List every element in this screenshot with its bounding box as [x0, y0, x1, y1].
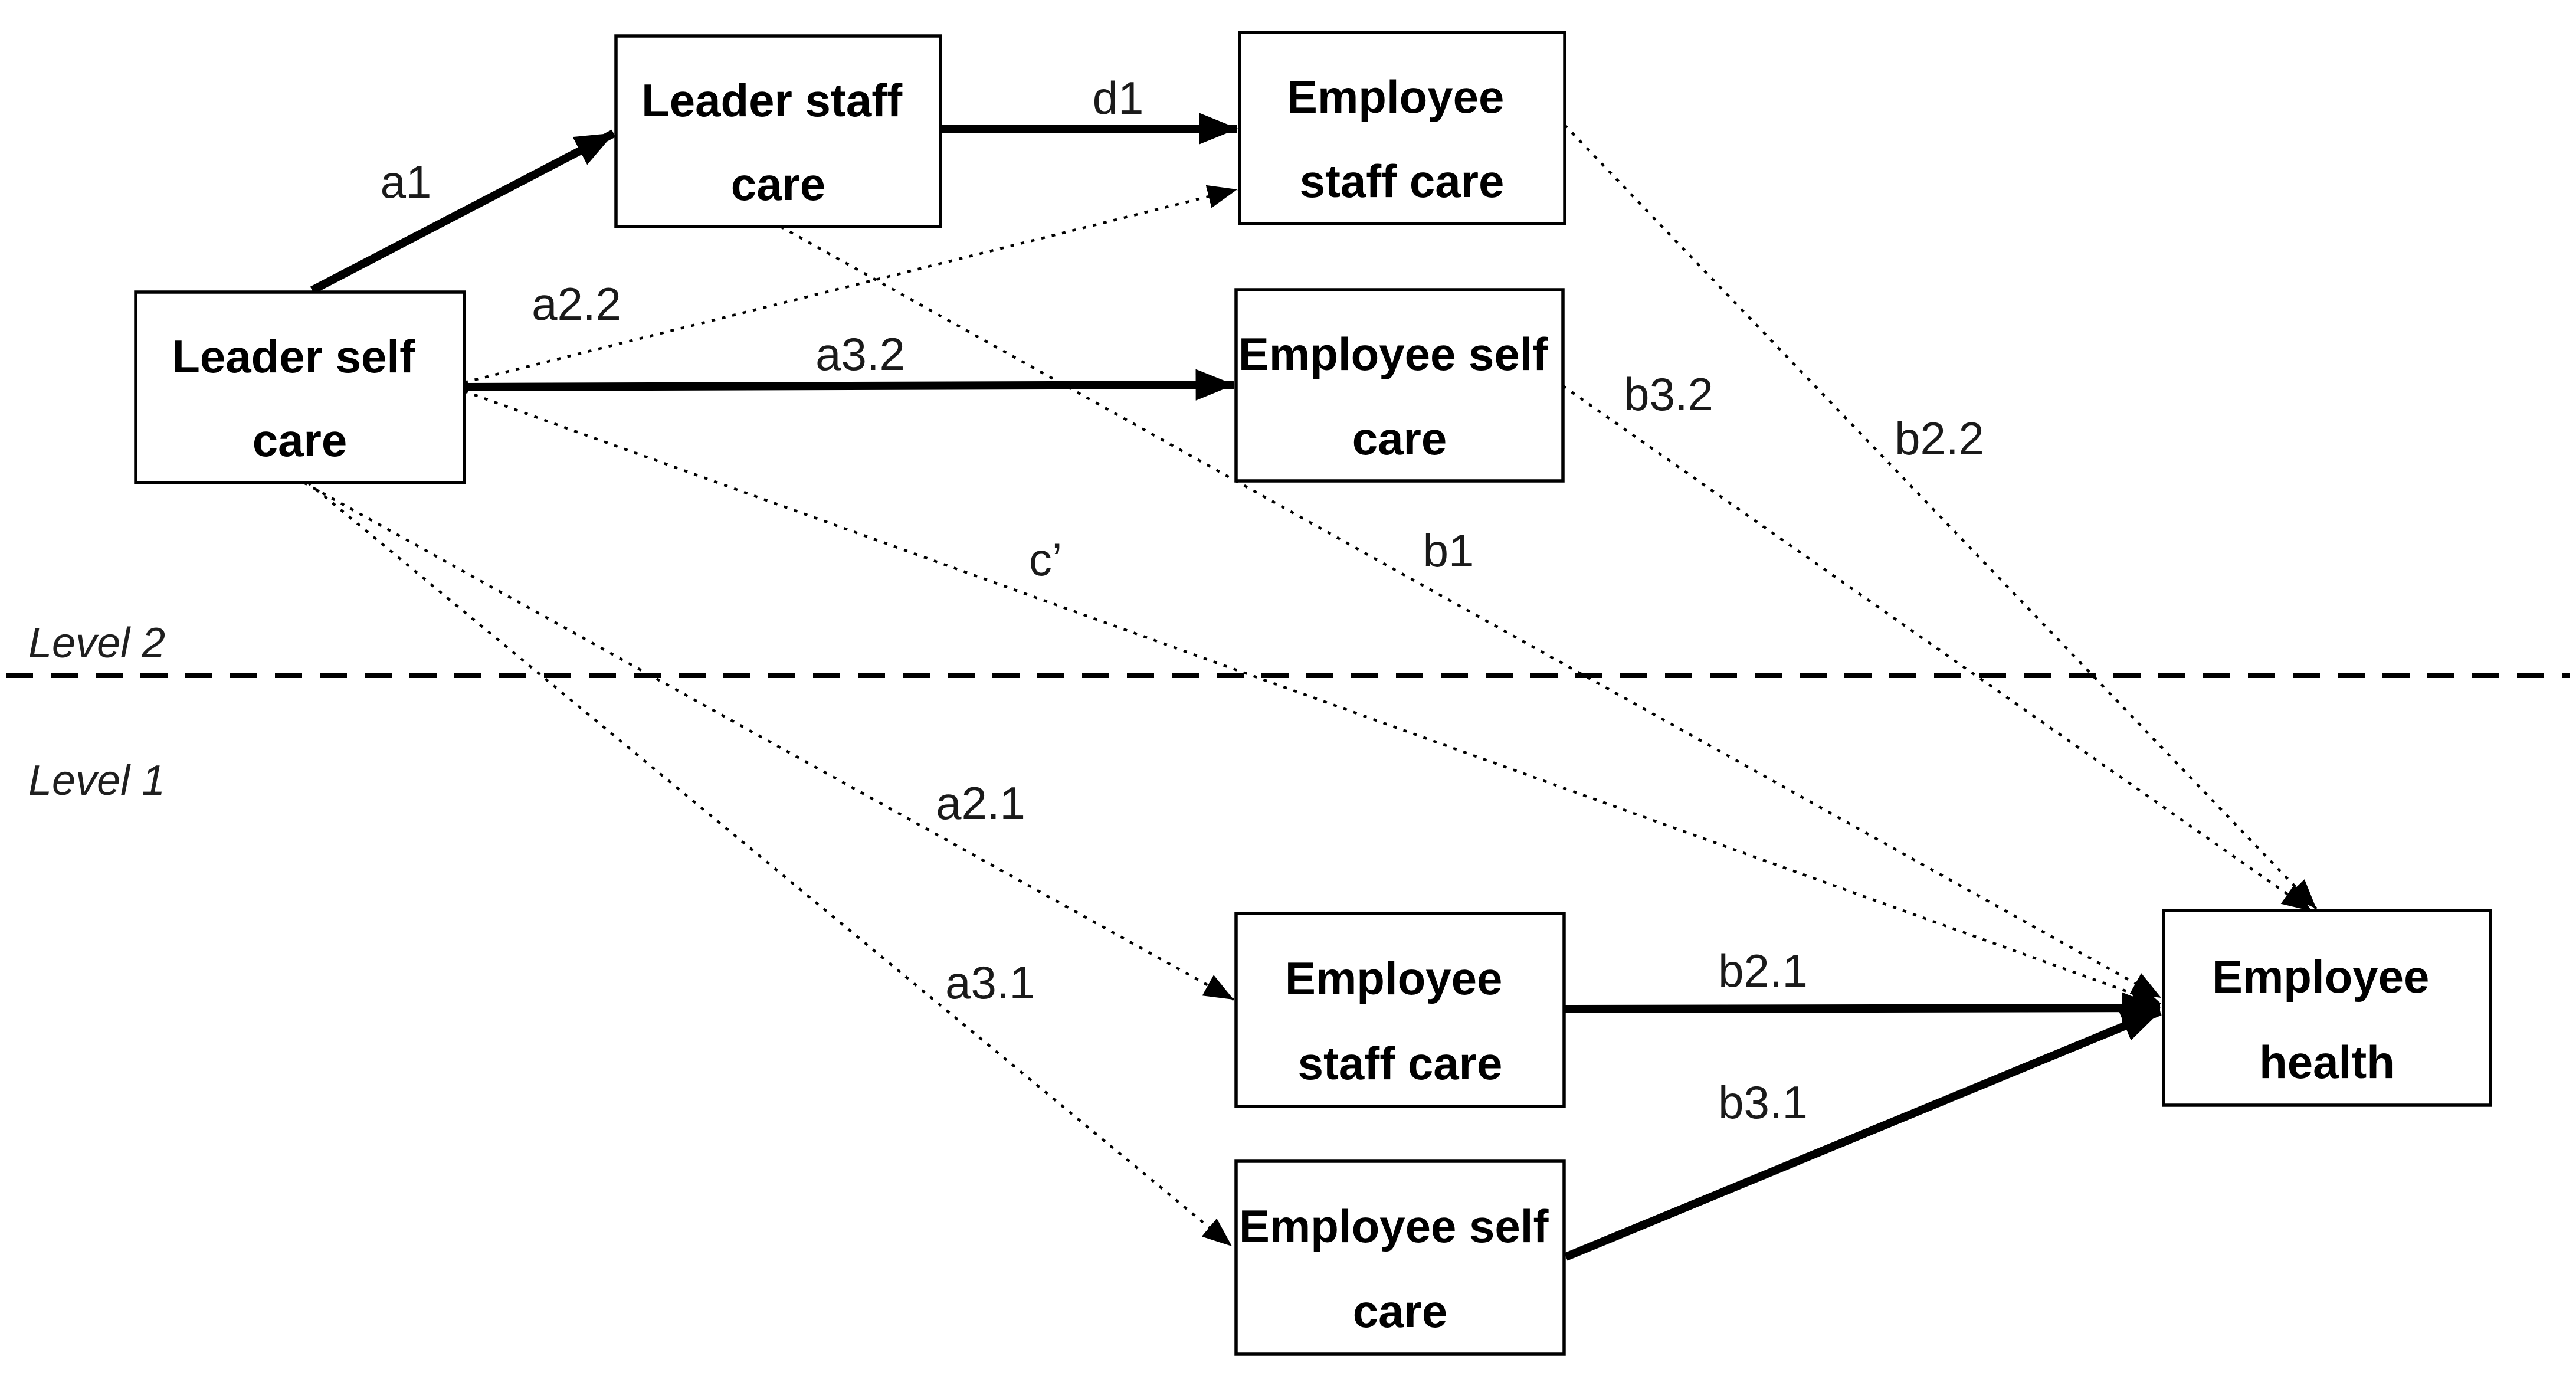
node-employee-self-care-level1-label: Employee self care — [1239, 1200, 1561, 1337]
edge-a1-label: a1 — [381, 156, 432, 208]
edge-a3-1-line — [307, 481, 1233, 1247]
edge-b2-2-line — [1564, 124, 2318, 910]
level-1-label: Level 1 — [28, 757, 165, 804]
edge-b1-line — [779, 225, 2162, 999]
node-leader-staff-care: Leader staff care — [614, 34, 942, 228]
node-employee-self-care-level1: Employee self care — [1234, 1159, 1566, 1356]
edge-a2-2-label: a2.2 — [532, 278, 621, 330]
node-employee-self-care-level1-box — [1234, 1159, 1566, 1356]
node-employee-health-label: Employee health — [2212, 951, 2442, 1088]
edge-c-prime-label: c’ — [1029, 533, 1062, 585]
node-employee-staff-care-level1-label: Employee staff care — [1285, 952, 1515, 1089]
node-leader-self-care-label: Leader self care — [172, 330, 428, 466]
edge-a2-1-line — [303, 481, 1235, 1001]
edge-b3-1-line — [1564, 1007, 2162, 1261]
node-leader-staff-care-label: Leader staff care — [641, 74, 915, 210]
node-employee-staff-care-level2-box — [1238, 31, 1566, 225]
node-leader-self-care: Leader self care — [134, 290, 466, 484]
edge-a1-line — [310, 129, 616, 294]
node-employee-staff-care-level2-label: Employee staff care — [1287, 71, 1517, 207]
node-leader-staff-care-box — [614, 34, 942, 228]
edge-a2-1-label: a2.1 — [936, 777, 1025, 829]
node-employee-self-care-level2: Employee self care — [1234, 288, 1565, 483]
edge-d1-label: d1 — [1093, 72, 1144, 124]
edge-b2-1-line — [1564, 992, 2161, 1024]
edge-b1-label: b1 — [1423, 525, 1474, 577]
edge-a3-1-label: a3.1 — [945, 957, 1035, 1008]
node-employee-staff-care-level1: Employee staff care — [1234, 912, 1566, 1108]
edge-b3-2-label: b3.2 — [1624, 368, 1713, 420]
node-employee-health: Employee health — [2162, 909, 2492, 1107]
node-employee-self-care-level2-label: Employee self care — [1238, 328, 1561, 464]
edge-a3-2-label: a3.2 — [815, 328, 905, 380]
edge-b2-1-label: b2.1 — [1718, 945, 1808, 997]
node-employee-health-box — [2162, 909, 2492, 1107]
edge-a3-2-line — [464, 369, 1235, 401]
nodes: Leader staff care Employee staff care Le… — [134, 31, 2492, 1356]
edge-b2-2-label: b2.2 — [1895, 412, 1984, 464]
node-leader-self-care-box — [134, 290, 466, 484]
level-2-label: Level 2 — [28, 620, 165, 667]
edge-b3-1-label: b3.1 — [1718, 1076, 1808, 1128]
node-employee-self-care-level2-box — [1234, 288, 1565, 483]
edge-b3-2-line — [1562, 385, 2313, 912]
edge-c-prime-line — [464, 389, 2162, 1005]
node-employee-staff-care-level2: Employee staff care — [1238, 31, 1566, 225]
node-employee-staff-care-level1-box — [1234, 912, 1566, 1108]
edges: a1 d1 a2.2 a3.2 c’ b1 b2.2 b3.2 a2.1 a3.… — [303, 72, 2318, 1261]
